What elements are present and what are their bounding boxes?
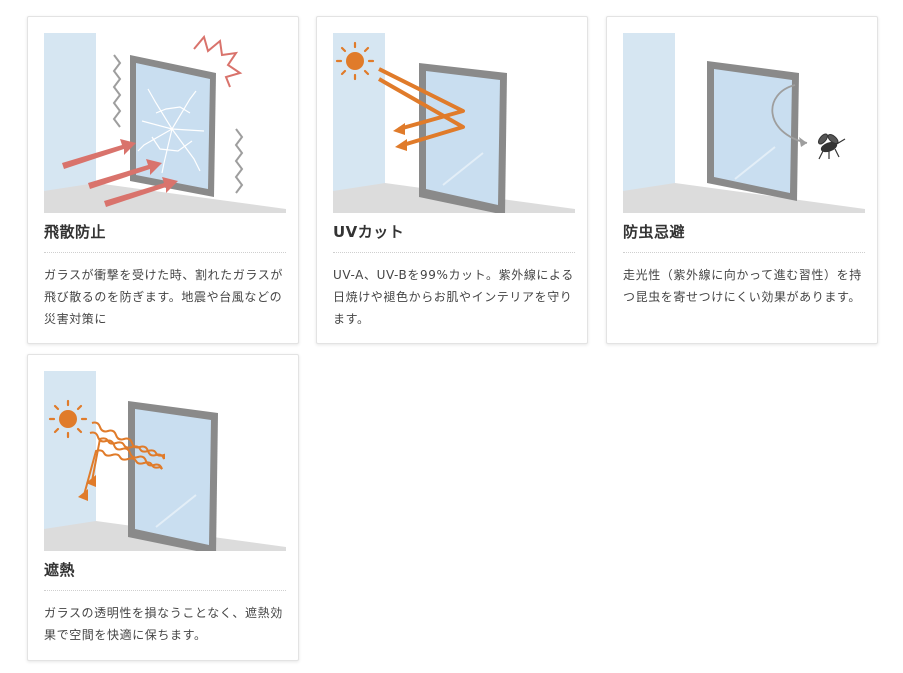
feature-description: ガラスの透明性を損なうことなく、遮熱効果で空間を快適に保ちます。: [44, 606, 283, 642]
title-divider: [44, 590, 286, 591]
window-glass: [136, 63, 210, 189]
heat-wave-arrowheads: [78, 475, 96, 501]
feature-card-heat-shield: 遮熱 ガラスの透明性を損なうことなく、遮熱効果で空間を快適に保ちます。: [27, 354, 299, 661]
insect-repellent-illustration: [623, 33, 865, 213]
title-divider: [44, 252, 286, 253]
feature-description: ガラスが衝撃を受けた時、割れたガラスが飛び散るのを防ぎます。地震や台風などの災害…: [44, 268, 283, 326]
wall-panel: [44, 33, 96, 213]
vibration-wave-right: [234, 128, 244, 194]
flight-path-arrowhead: [799, 137, 807, 147]
feature-title: 遮熱: [44, 561, 76, 579]
title-divider: [333, 252, 575, 253]
glass-crack-lines: [137, 88, 205, 174]
window-glass: [714, 69, 792, 193]
feature-card-uv-cut: UVカット UV-A、UV-Bを99%カット。紫外線による日焼けや褪色からお肌や…: [316, 16, 588, 344]
feature-card-insect-repellent: 防虫忌避 走光性（紫外線に向かって進む習性）を持つ昆虫を寄せつけにくい効果があり…: [606, 16, 878, 344]
heat-wave-arrows: [83, 421, 165, 496]
title-divider: [623, 252, 865, 253]
window-glass: [426, 71, 500, 205]
glass-glare: [734, 146, 776, 180]
window-glass: [135, 409, 211, 545]
uv-ray-arrows: [378, 67, 465, 147]
wall-panel: [44, 371, 96, 551]
insect-repellent-svg: [623, 33, 865, 213]
shatter-prevention-illustration: [44, 33, 286, 213]
glass-glare: [155, 494, 197, 528]
impact-burst-icon: [193, 34, 243, 88]
wall-panel: [623, 33, 675, 213]
uv-cut-svg: [333, 33, 575, 213]
feature-title: 飛散防止: [44, 223, 107, 241]
feature-card-shatter-prevention: 飛散防止 ガラスが衝撃を受けた時、割れたガラスが飛び散るのを防ぎます。地震や台風…: [27, 16, 299, 344]
feature-description: UV-A、UV-Bを99%カット。紫外線による日焼けや褪色からお肌やインテリアを…: [333, 268, 574, 326]
uv-cut-illustration: [333, 33, 575, 213]
sun-icon: [48, 399, 88, 439]
floor-shadow: [44, 183, 286, 213]
heat-shield-svg: [44, 371, 286, 551]
insect-flight-path: [771, 84, 808, 144]
glass-glare: [442, 152, 484, 186]
vibration-wave-left: [112, 54, 122, 128]
feature-title: 防虫忌避: [623, 223, 686, 241]
sun-icon: [335, 41, 375, 81]
impact-arrows: [62, 139, 178, 207]
feature-description: 走光性（紫外線に向かって進む習性）を持つ昆虫を寄せつけにくい効果があります。: [623, 268, 862, 304]
shatter-prevention-svg: [44, 33, 286, 213]
floor-shadow: [623, 183, 865, 213]
uv-ray-arrowheads: [393, 123, 407, 151]
feature-title: UVカット: [333, 223, 405, 241]
insect-icon: [818, 133, 846, 160]
heat-shield-illustration: [44, 371, 286, 551]
